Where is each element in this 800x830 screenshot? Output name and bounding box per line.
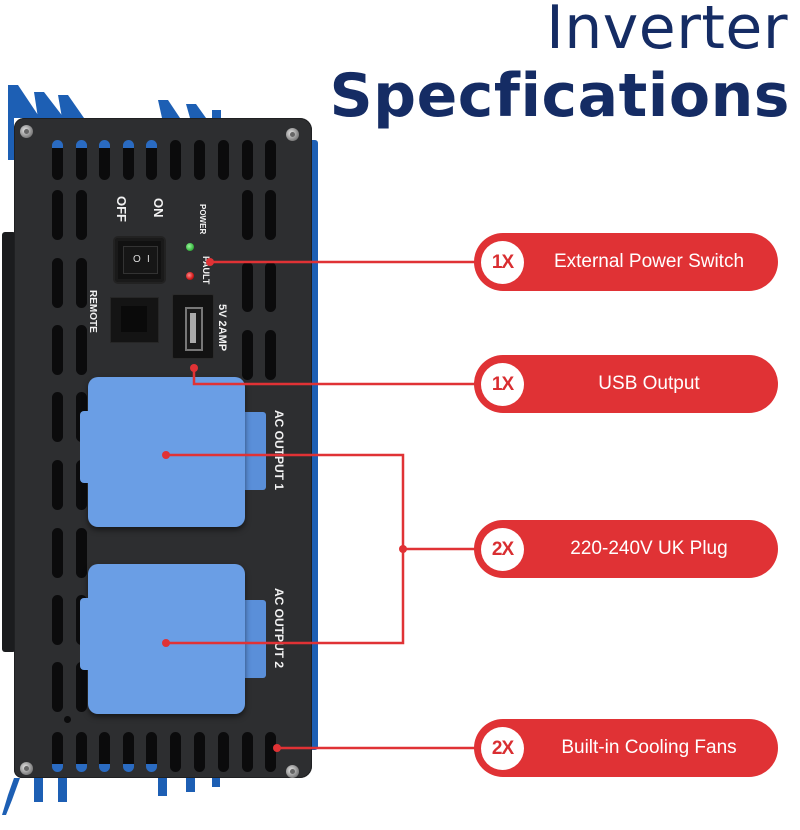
vent-slot	[265, 140, 276, 180]
vent-slot	[146, 732, 157, 772]
callout-uk-plug: 2X 220-240V UK Plug	[474, 520, 778, 578]
heatsink-side	[312, 140, 318, 750]
vent-slot	[242, 330, 253, 380]
callout-cooling-fans: 2X Built-in Cooling Fans	[474, 719, 778, 777]
callout-label: External Power Switch	[553, 251, 745, 272]
vent-slot	[265, 732, 276, 772]
vent-slot	[218, 140, 229, 180]
rocker-off-symbol: O	[133, 254, 141, 265]
callout-label: 220-240V UK Plug	[570, 538, 728, 559]
vent-slot	[52, 392, 63, 442]
vent-slot	[76, 140, 87, 180]
vent-slot	[265, 190, 276, 240]
usb-socket	[185, 307, 203, 351]
side-rail	[2, 232, 16, 652]
title-line-inverter: Inverter	[546, 0, 788, 63]
inverter-illustration: OFF ON POWER FAULT REMOTE 5V 2AMP O I AC…	[0, 0, 330, 830]
rocker-on-symbol: I	[147, 254, 150, 265]
anchor-dot-fans	[273, 744, 281, 752]
callout-qty-badge: 2X	[481, 528, 524, 571]
ground-hole	[64, 716, 71, 723]
title-line-specifications: Specfications	[329, 61, 790, 131]
screw-icon	[20, 125, 33, 138]
vent-slot	[265, 330, 276, 380]
vent-slot	[242, 140, 253, 180]
fault-led-icon	[186, 272, 194, 280]
callout-qty-badge: 2X	[481, 727, 524, 770]
power-led-label: POWER	[198, 204, 207, 235]
vent-slot	[242, 190, 253, 240]
vent-slot	[52, 732, 63, 772]
vent-slot	[52, 528, 63, 578]
vent-slot	[76, 190, 87, 240]
callout-qty-badge: 1X	[481, 241, 524, 284]
vent-slot	[52, 140, 63, 180]
ac-output-2-label: AC OUTPUT 2	[272, 588, 286, 669]
vent-slot	[194, 732, 205, 772]
vent-slot	[194, 140, 205, 180]
vent-slot	[76, 732, 87, 772]
switch-on-label: ON	[151, 198, 166, 218]
vent-slot	[52, 460, 63, 510]
fault-led-label: FAULT	[201, 256, 211, 285]
callout-power-switch: 1X External Power Switch	[474, 233, 778, 291]
rocker-face: O I	[123, 246, 158, 274]
vent-slot	[52, 190, 63, 240]
connector-outlet-1	[166, 453, 405, 645]
vent-slot	[99, 732, 110, 772]
callout-label: USB Output	[598, 373, 700, 394]
vent-slot	[123, 732, 134, 772]
vent-slot	[76, 460, 87, 510]
anchor-dot-usb	[190, 364, 198, 372]
vent-slot	[76, 325, 87, 375]
callout-usb-output: 1X USB Output	[474, 355, 778, 413]
callout-qty-badge: 1X	[481, 363, 524, 406]
screw-icon	[286, 128, 299, 141]
anchor-dot-outlet-2	[162, 639, 170, 647]
heatsink-fins-icon	[2, 85, 221, 815]
usb-port[interactable]	[172, 294, 214, 359]
vent-slot	[170, 140, 181, 180]
vent-slot	[99, 140, 110, 180]
vent-slot	[52, 325, 63, 375]
usb-rating-label: 5V 2AMP	[216, 304, 228, 352]
anchor-dot-outlet-1	[162, 451, 170, 459]
vent-slot	[76, 258, 87, 308]
power-switch[interactable]: O I	[115, 238, 164, 282]
screw-icon	[286, 765, 299, 778]
screw-icon	[20, 762, 33, 775]
connector-usb	[192, 368, 478, 386]
vent-slot	[265, 262, 276, 312]
vent-slot	[242, 262, 253, 312]
ac-output-1-label: AC OUTPUT 1	[272, 410, 286, 491]
vent-slot	[52, 258, 63, 308]
vent-slot	[76, 662, 87, 712]
vent-slot	[146, 140, 157, 180]
usb-tongue	[190, 313, 196, 343]
power-led-icon	[186, 243, 194, 251]
ac-outlet-2-cover[interactable]	[80, 564, 245, 714]
vent-slot	[123, 140, 134, 180]
vent-slot	[242, 732, 253, 772]
remote-label: REMOTE	[87, 290, 98, 333]
anchor-dot-power-switch	[206, 258, 214, 266]
remote-port-socket	[121, 306, 147, 332]
vent-slot	[76, 528, 87, 578]
remote-port[interactable]	[110, 297, 159, 343]
vent-slot	[170, 732, 181, 772]
vent-slot	[218, 732, 229, 772]
anchor-dot-junction	[399, 545, 407, 553]
switch-off-label: OFF	[114, 196, 129, 222]
vent-slot	[52, 595, 63, 645]
vent-slot	[52, 662, 63, 712]
callout-label: Built-in Cooling Fans	[561, 737, 737, 758]
